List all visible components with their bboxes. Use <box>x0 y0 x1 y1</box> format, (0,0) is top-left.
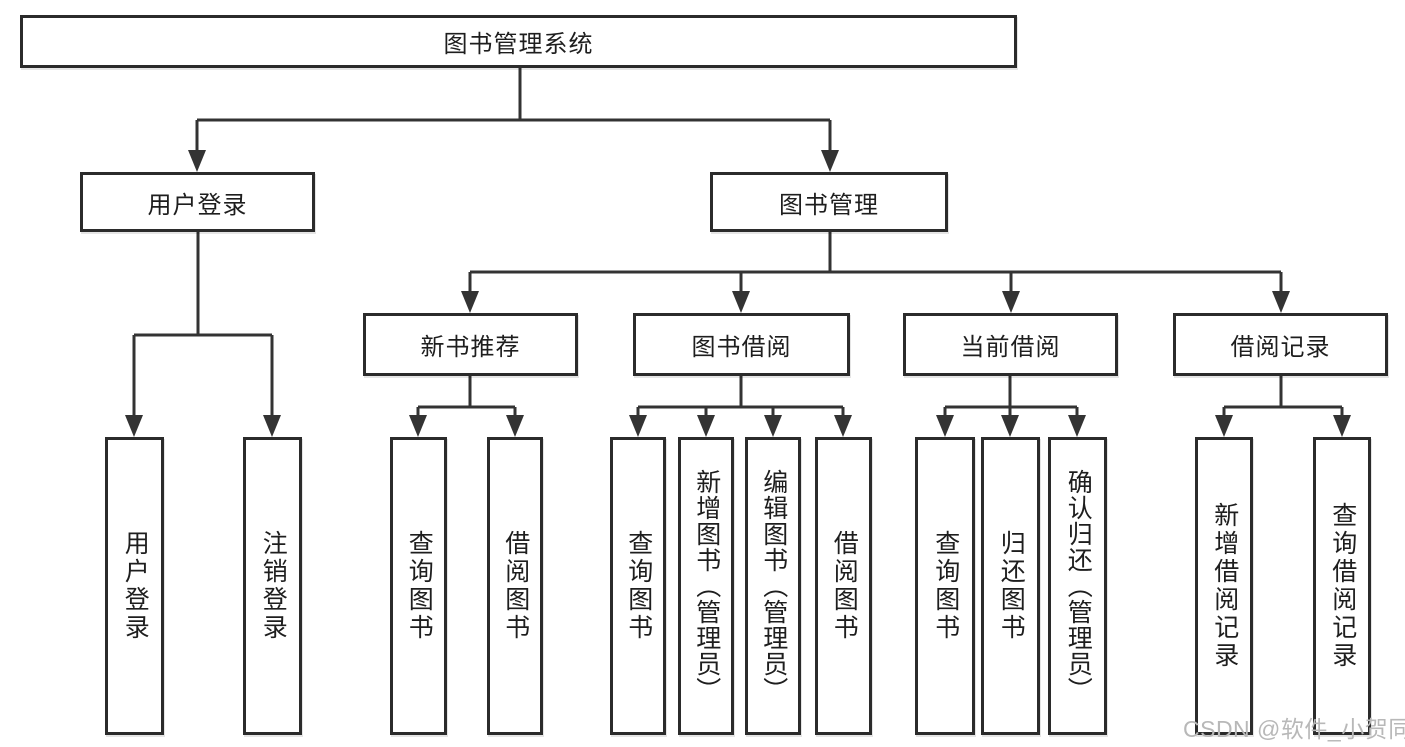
leaf-logout: 注销登录 <box>243 437 302 735</box>
leaf-user-login-label: 用户登录 <box>121 530 150 642</box>
leaf-query-book-3: 查询图书 <box>915 437 975 735</box>
arrowhead <box>1215 415 1233 437</box>
watermark: CSDN @软件_小贺同学 <box>1183 716 1405 742</box>
leaf-logout-label: 注销登录 <box>259 530 288 642</box>
arrowhead <box>409 415 427 437</box>
arrowhead <box>629 415 647 437</box>
arrowhead <box>834 415 852 437</box>
leaf-borrow-book-1-label: 借阅图书 <box>501 530 530 642</box>
leaf-add-borrow-record-label: 新增借阅记录 <box>1210 502 1239 670</box>
node-book-borrow: 图书借阅 <box>633 313 850 376</box>
arrowhead <box>461 291 479 313</box>
arrowhead <box>1002 291 1020 313</box>
leaf-query-borrow-record-label: 查询借阅记录 <box>1328 502 1357 670</box>
node-book-borrow-label: 图书借阅 <box>691 334 792 361</box>
arrowhead <box>263 415 281 437</box>
leaf-borrow-book-2: 借阅图书 <box>815 437 872 735</box>
node-borrow-record: 借阅记录 <box>1173 313 1388 376</box>
leaf-add-book-admin: 新增图书（管理员） <box>678 437 734 735</box>
tree-edges <box>132 68 1344 419</box>
arrowhead <box>125 415 143 437</box>
node-current-borrow: 当前借阅 <box>903 313 1118 376</box>
leaf-confirm-return-admin: 确认归还（管理员） <box>1048 437 1107 735</box>
leaf-add-book-admin-label: 新增图书（管理员） <box>692 469 721 703</box>
node-user-login-label: 用户登录 <box>147 191 248 219</box>
leaf-return-book: 归还图书 <box>981 437 1040 735</box>
leaf-query-book-1-label: 查询图书 <box>405 530 434 642</box>
arrowhead <box>188 150 206 172</box>
leaf-add-borrow-record: 新增借阅记录 <box>1195 437 1253 735</box>
leaf-return-book-label: 归还图书 <box>997 530 1026 642</box>
node-root: 图书管理系统 <box>20 15 1017 68</box>
arrowhead <box>697 415 715 437</box>
arrowhead <box>764 415 782 437</box>
node-root-label: 图书管理系统 <box>443 31 594 58</box>
leaf-confirm-return-admin-label: 确认归还（管理员） <box>1064 469 1093 703</box>
node-borrow-record-label: 借阅记录 <box>1230 334 1331 361</box>
leaf-query-book-3-label: 查询图书 <box>931 530 960 642</box>
arrowhead <box>821 150 839 172</box>
leaf-borrow-book-2-label: 借阅图书 <box>830 530 859 642</box>
node-current-borrow-label: 当前借阅 <box>960 334 1061 361</box>
leaf-user-login: 用户登录 <box>105 437 164 735</box>
arrowhead <box>1068 415 1086 437</box>
leaf-query-borrow-record: 查询借阅记录 <box>1313 437 1371 735</box>
arrowhead <box>936 415 954 437</box>
leaf-edit-book-admin-label: 编辑图书（管理员） <box>759 469 788 703</box>
node-book-management-label: 图书管理 <box>779 191 879 219</box>
node-new-book-recommend-label: 新书推荐 <box>420 334 521 361</box>
leaf-query-book-2: 查询图书 <box>610 437 666 735</box>
arrowhead <box>1001 415 1019 437</box>
arrowhead <box>506 415 524 437</box>
leaf-query-book-2-label: 查询图书 <box>624 530 653 642</box>
arrowhead <box>732 291 750 313</box>
leaf-edit-book-admin: 编辑图书（管理员） <box>745 437 801 735</box>
node-user-login: 用户登录 <box>80 172 315 232</box>
arrowhead <box>1333 415 1351 437</box>
node-book-management: 图书管理 <box>710 172 948 232</box>
arrowhead <box>1272 291 1290 313</box>
leaf-borrow-book-1: 借阅图书 <box>487 437 543 735</box>
node-new-book-recommend: 新书推荐 <box>363 313 578 376</box>
leaf-query-book-1: 查询图书 <box>390 437 447 735</box>
